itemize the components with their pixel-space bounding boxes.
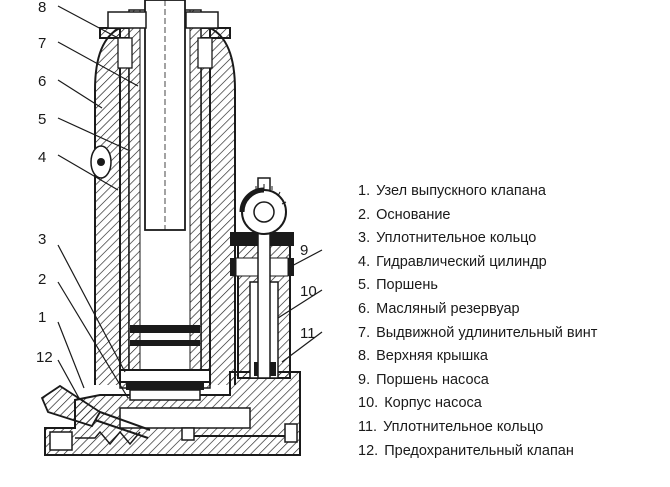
legend-item: 7. Выдвижной удлинительный винт	[358, 324, 598, 341]
legend-item: 3. Уплотнительное кольцо	[358, 230, 537, 247]
callout-3: 3	[38, 231, 46, 248]
callout-12: 12	[36, 349, 53, 366]
callout-leaders	[57, 5, 323, 401]
legend-item: 11. Уплотнительное кольцо	[358, 418, 544, 435]
callout-9: 9	[300, 242, 308, 259]
callout-2: 2	[38, 271, 46, 288]
callout-7: 7	[38, 35, 46, 52]
legend-item: 8. Верхняя крышка	[358, 348, 488, 365]
callout-11: 11	[300, 325, 316, 342]
callout-numbers: 8 7 6 5 4 3 2 1 12 9 10 11	[36, 0, 317, 366]
callout-10: 10	[300, 283, 317, 300]
callout-8: 8	[38, 0, 46, 16]
piston-seal	[119, 325, 211, 401]
pump-piston	[239, 177, 287, 379]
callout-5: 5	[38, 111, 46, 128]
extension-screw	[144, 0, 186, 231]
legend-item: 4. Гидравлический цилиндр	[358, 253, 547, 270]
safety-valve	[40, 384, 151, 439]
legend-item: 2. Основание	[358, 206, 451, 223]
jack-base	[44, 371, 301, 456]
parts-legend: 1. Узел выпускного клапана 2. Основание …	[358, 180, 597, 463]
legend-item: 1. Узел выпускного клапана	[358, 183, 546, 199]
legend-item: 10. Корпус насоса	[358, 395, 482, 412]
legend-item: 12. Предохранительный клапан	[358, 442, 574, 459]
callout-6: 6	[38, 73, 46, 90]
legend-item: 9. Поршень насоса	[358, 371, 489, 388]
legend-item: 5. Поршень	[358, 277, 438, 294]
callout-1: 1	[38, 309, 46, 326]
legend-item: 6. Масляный резервуар	[358, 300, 520, 317]
callout-4: 4	[38, 149, 46, 166]
top-cover	[107, 11, 219, 69]
